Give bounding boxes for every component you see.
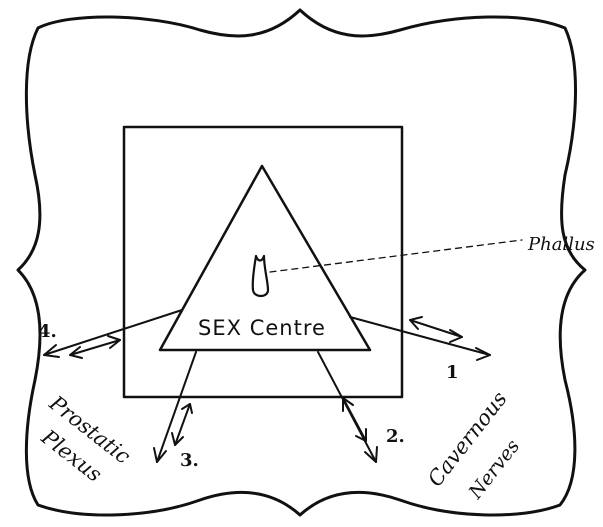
arrow-label-1: 1	[446, 362, 459, 383]
arrow-label-2: 2.	[386, 426, 405, 447]
arrow-2-double	[343, 398, 366, 441]
arrow-label-3: 3.	[180, 450, 199, 471]
phallus-label: Phallus	[527, 234, 595, 255]
sex-centre-label: SEX Centre	[198, 316, 326, 340]
phallus-symbol	[253, 256, 268, 296]
arrow-label-4: 4.	[38, 321, 57, 342]
arrow-4-double	[70, 340, 120, 355]
